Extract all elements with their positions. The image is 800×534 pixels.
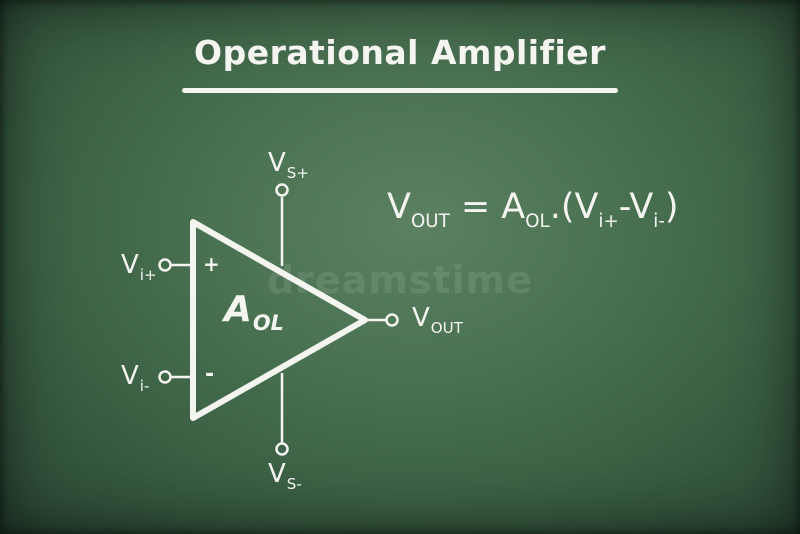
vi-minus-label: Vi- [121, 361, 149, 393]
formula-lhs-sub: OUT [410, 211, 450, 233]
output-terminal [385, 313, 399, 327]
vs-minus-main: V [268, 459, 286, 489]
vs-plus-main: V [268, 148, 286, 178]
gain-label: AOL [224, 289, 284, 334]
formula-equals: = [449, 187, 502, 227]
formula-dot-open: .( [549, 187, 575, 227]
vi-minus-sub: i- [139, 376, 150, 395]
gain-formula: VOUT = AOL.(Vi+-Vi-) [387, 187, 679, 231]
diagram-title: Operational Amplifier [194, 33, 606, 72]
vs-plus-sub: S+ [286, 163, 310, 182]
vs-minus-sub: S- [286, 474, 302, 493]
formula-v2-sub: i- [653, 211, 665, 233]
vs-plus-label: VS+ [268, 148, 309, 180]
formula-v2-main: V [629, 187, 654, 227]
amplifier-triangle [190, 219, 368, 421]
vout-sub: OUT [430, 318, 463, 337]
formula-gain-sub: OL [525, 211, 550, 233]
gain-sub: OL [252, 311, 284, 336]
formula-lhs-main: V [387, 187, 411, 227]
input-minus-terminal [158, 370, 172, 384]
formula-v1-main: V [574, 187, 599, 227]
vi-minus-main: V [121, 361, 139, 391]
formula-minus: - [618, 187, 630, 227]
formula-gain-main: A [501, 187, 526, 227]
vout-label: VOUT [412, 303, 463, 335]
gain-main: A [224, 289, 252, 330]
supply-minus-terminal [275, 442, 289, 456]
vout-main: V [412, 303, 430, 333]
minus-input-sign: - [205, 362, 215, 387]
vs-minus-label: VS- [268, 459, 302, 491]
plus-input-sign: + [203, 252, 220, 276]
supply-plus-terminal [275, 183, 289, 197]
watermark: dreamstime [266, 258, 534, 302]
formula-close: ) [664, 187, 679, 227]
input-plus-terminal [158, 258, 172, 272]
vi-plus-label: Vi+ [121, 250, 157, 282]
vi-plus-main: V [121, 250, 139, 280]
formula-v1-sub: i+ [598, 211, 619, 233]
vi-plus-sub: i+ [139, 265, 157, 284]
title-underline [182, 88, 618, 93]
